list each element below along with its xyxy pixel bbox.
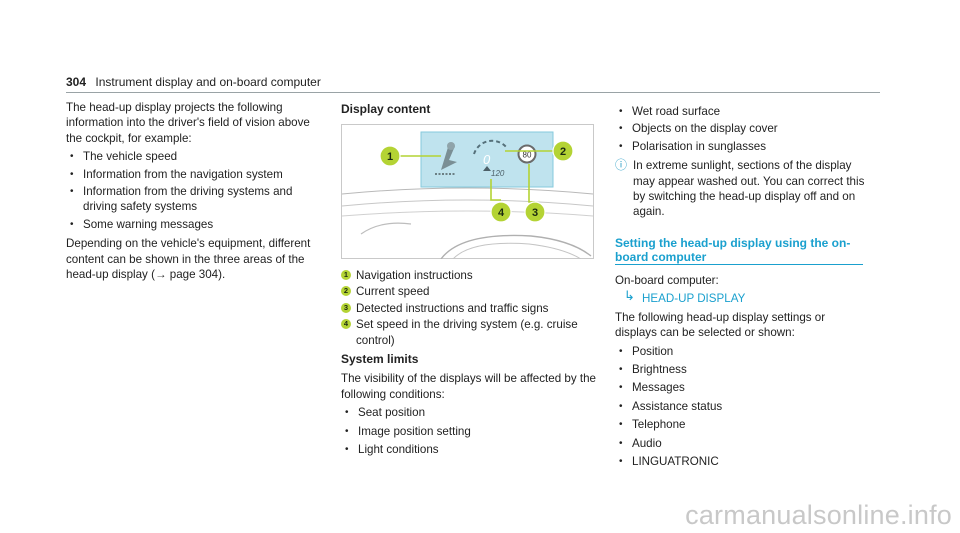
list-item: •Messages (619, 381, 685, 395)
list-item: •Position (619, 344, 674, 358)
dashboard-line (341, 199, 594, 207)
callout-badge-1 (379, 145, 401, 167)
callout-badge-4 (490, 201, 512, 223)
callout-number-1: 1 (387, 151, 393, 163)
list-item: •Polarisation in sunglasses (619, 139, 767, 153)
list-item: •Wet road surface (619, 105, 721, 118)
steering-wheel (452, 242, 582, 259)
callout-badge-2 (552, 140, 574, 162)
list-item: •Assistance status (619, 399, 723, 413)
current-speed-value: 0 (483, 152, 491, 167)
callout-number-4: 4 (498, 207, 505, 219)
system-limits-section: System limits The visibility of the disp… (341, 352, 596, 457)
list-item: •Some warning messages (70, 217, 214, 231)
system-limits-list-continued: •Wet road surface •Objects on the displa… (615, 104, 870, 154)
speed-limit-value: 80 (523, 151, 532, 160)
list-item: •Information from the driving systems an… (70, 185, 293, 214)
menu-arrow-icon: ↳ (624, 288, 635, 304)
info-icon: ⓘ (615, 158, 628, 173)
info-note-text: In extreme sunlight, sections of the dis… (633, 159, 865, 219)
list-item: •Light conditions (345, 443, 439, 457)
speed-dial-arc (473, 139, 508, 155)
intro-depending: Depending on the vehicle's equipment, di… (66, 237, 311, 282)
onboard-computer-section: On-board computer: ↳ HEAD-UP DISPLAY The… (615, 273, 870, 469)
list-item: •Telephone (619, 418, 686, 432)
intro-list: •The vehicle speed •Information from the… (66, 149, 316, 232)
navigation-arrow-icon (441, 144, 457, 170)
right-column: •Wet road surface •Objects on the displa… (615, 104, 870, 220)
steering-wheel (440, 234, 592, 259)
dashboard-line (341, 187, 594, 195)
callout-number-2: 2 (560, 146, 566, 158)
hud-illustration: 0 80 120 1 2 3 4 (341, 124, 594, 259)
settings-lead: The following head-up display settings o… (615, 310, 826, 340)
list-item: •Information from the navigation system (70, 167, 283, 181)
list-item: •Image position setting (345, 424, 471, 438)
list-item: •The vehicle speed (70, 150, 178, 164)
callout-badge-3 (524, 201, 546, 223)
section-divider (615, 264, 863, 265)
onboard-label: On-board computer: (615, 274, 719, 287)
speed-limit-sign (517, 144, 537, 164)
setting-section-title: Setting the head-up display using the on… (615, 236, 851, 264)
page-number: 304 (66, 75, 87, 89)
menu-path: ↳ HEAD-UP DISPLAY (615, 288, 870, 306)
dashboard-line (341, 210, 594, 217)
list-item: •Seat position (345, 406, 426, 420)
cruise-control-icon (483, 166, 491, 171)
page-running-title: Instrument display and on-board computer (95, 75, 321, 89)
dashboard-line (360, 222, 412, 235)
system-limits-lead: The visibility of the displays will be a… (341, 372, 596, 401)
display-content-title: Display content (341, 102, 431, 116)
display-content-section: Display content (341, 102, 596, 121)
callout-number-3: 3 (532, 207, 538, 219)
list-item: •Audio (619, 436, 662, 450)
list-item: •Brightness (619, 363, 687, 377)
navigation-marker-icon (447, 142, 455, 150)
set-speed-value: 120 (491, 169, 505, 178)
info-note: ⓘ In extreme sunlight, sections of the d… (615, 158, 870, 220)
watermark: carmanualsonline.info (685, 500, 952, 530)
system-limits-title: System limits (341, 352, 419, 366)
list-item: •LINGUATRONIC (619, 455, 719, 469)
page-header: 304 Instrument display and on-board comp… (66, 75, 321, 90)
menu-path-label: HEAD-UP DISPLAY (642, 292, 746, 306)
settings-list: •Position •Brightness •Messages •Assista… (615, 344, 870, 470)
system-limits-list: •Seat position •Image position setting •… (341, 405, 596, 457)
intro-lead: The head-up display projects the followi… (66, 101, 310, 145)
list-item: •Objects on the display cover (619, 122, 778, 136)
header-divider (66, 92, 880, 93)
intro-column: The head-up display projects the followi… (66, 100, 316, 282)
callout-line-4 (490, 179, 501, 201)
